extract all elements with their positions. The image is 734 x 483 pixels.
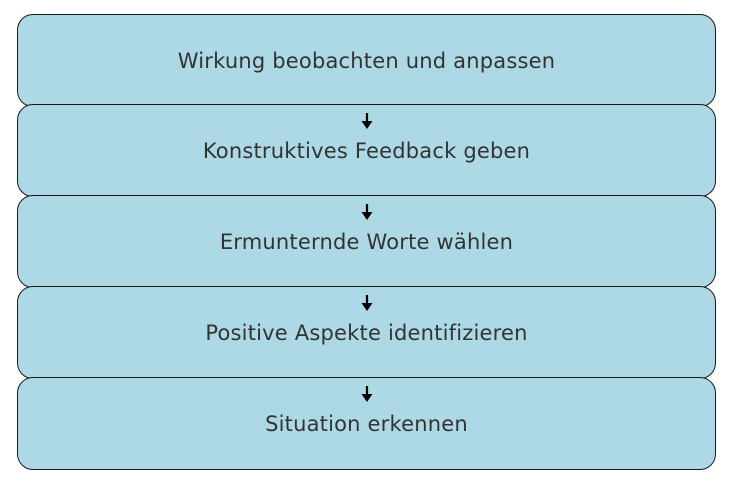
step-box-1: Wirkung beobachten und anpassen <box>17 14 716 107</box>
step-label-4: Positive Aspekte identifizieren <box>205 320 528 345</box>
arrow-down-icon <box>361 204 373 220</box>
step-label-2: Konstruktives Feedback geben <box>202 138 531 163</box>
step-label-5: Situation erkennen <box>265 411 468 436</box>
step-label-1: Wirkung beobachten und anpassen <box>177 48 556 73</box>
arrow-down-icon <box>361 386 373 402</box>
step-label-3: Ermunternde Worte wählen <box>219 229 514 254</box>
arrow-down-icon <box>361 295 373 311</box>
arrow-down-icon <box>361 113 373 129</box>
